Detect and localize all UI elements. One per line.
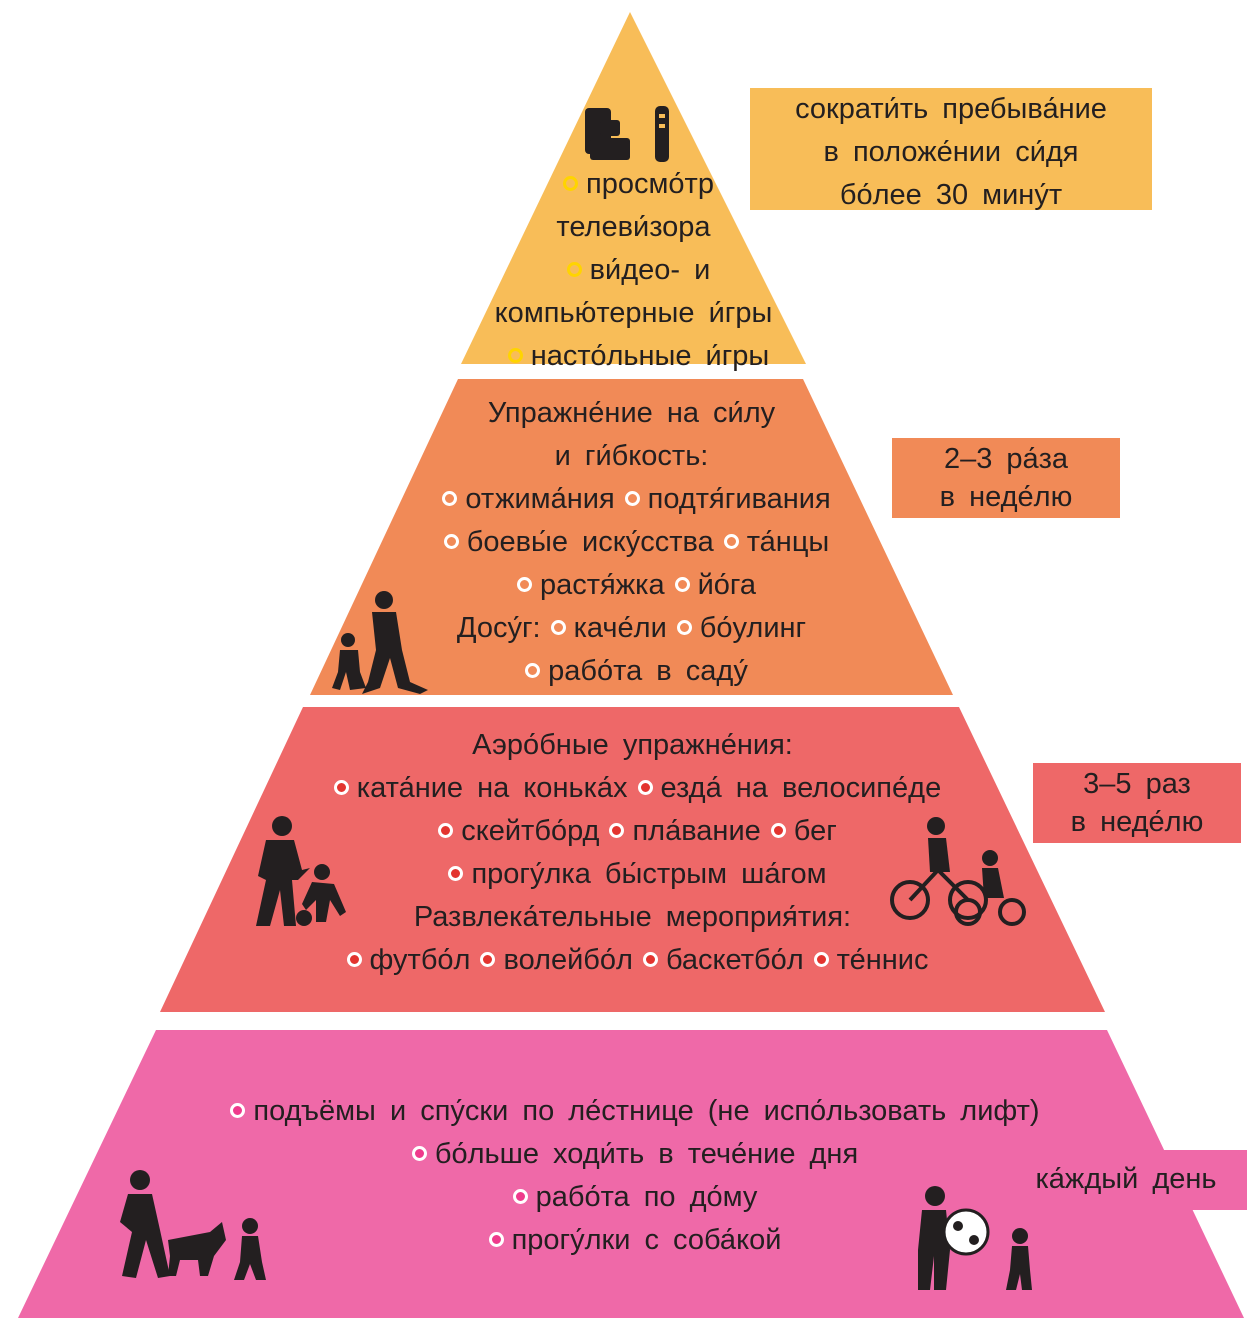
tier-2-heading: Упражне́ние на си́лу [487, 397, 776, 429]
tier-1-frequency-label: сократи́ть пребыва́ние в положе́нии си́д… [750, 88, 1152, 217]
rollerblading-people-icon [332, 591, 428, 694]
tier-3-item: пла́вание [632, 815, 761, 847]
tier-3-item: футбо́л [369, 944, 471, 976]
tier-2-items: Упражне́ние на си́лу и ги́бкость: отжима… [310, 392, 953, 693]
tier-3-frequency-label: 3–5 раз в неде́лю [1033, 763, 1241, 841]
bullet-icon [525, 662, 541, 678]
tier-2-heading: Досу́г: [456, 612, 541, 644]
tier-3-heading: Развлека́тельные мероприя́тия: [413, 901, 852, 933]
tier-4-item: рабо́та по до́му [535, 1181, 758, 1213]
pyramid-tier-3 [160, 707, 1105, 1012]
tier-3-item: ката́ние на конька́х [356, 772, 628, 804]
bullet-icon [480, 951, 496, 967]
tier-1-item: телеви́зора [556, 211, 711, 243]
tier-2-item: йо́га [697, 569, 756, 601]
bullet-icon [438, 822, 454, 838]
tier-2-label-line: в неде́лю [939, 481, 1073, 513]
tier-2-item: боевы́е иску́сства [466, 526, 714, 558]
football-people-icon [256, 816, 346, 926]
bullet-icon [770, 822, 786, 838]
bullet-icon [550, 619, 566, 635]
tier-1-item: ви́део- и [589, 254, 711, 286]
tier-2-frequency-label: 2–3 ра́за в неде́лю [892, 438, 1120, 516]
tier-4-frequency-label: ка́ждый день [1005, 1158, 1247, 1201]
tier-4-item: подъёмы и спу́ски по ле́стнице (не испо́… [253, 1095, 1040, 1127]
tier-2-item: та́нцы [746, 526, 830, 558]
bullet-icon [563, 175, 579, 191]
bullet-icon [507, 347, 523, 363]
tier-1-item: насто́льные и́гры [530, 340, 770, 372]
tier-2-item: отжима́ния [465, 483, 615, 515]
bullet-icon [624, 490, 640, 506]
tier-2-item: растя́жка [539, 569, 665, 601]
bullet-icon [411, 1145, 427, 1161]
tier-3-item: езда́ на велосипе́де [660, 772, 942, 804]
tier-3-label-line: в неде́лю [1070, 806, 1204, 838]
tier-3-item: бег [793, 815, 837, 847]
bullet-icon [609, 822, 625, 838]
tier-3-heading: Аэро́бные упражне́ния: [472, 729, 793, 761]
bullet-icon [642, 951, 658, 967]
pyramid-tier-2 [310, 379, 953, 695]
tier-1-label-line: в положе́нии си́дя [823, 136, 1079, 168]
bullet-icon [333, 779, 349, 795]
pyramid-tier-1 [461, 12, 806, 364]
bullet-icon [512, 1188, 528, 1204]
tier-3-frequency-box [1033, 763, 1241, 843]
tier-3-item: волейбо́л [503, 944, 633, 976]
bullet-icon [488, 1231, 504, 1247]
tier-1-label-line: сократи́ть пребыва́ние [795, 93, 1107, 125]
bullet-icon [448, 865, 464, 881]
bullet-icon [346, 951, 362, 967]
cycling-people-icon [890, 817, 1026, 926]
tier-2-item: подтя́гивания [647, 483, 831, 515]
bullet-icon [676, 619, 692, 635]
tier-2-heading: и ги́бкость: [554, 440, 709, 472]
bullet-icon [723, 533, 739, 549]
tier-1-label-line: бо́лее 30 мину́т [839, 179, 1063, 211]
bullet-icon [674, 576, 690, 592]
tier-2-item: рабо́та в саду́ [548, 655, 748, 687]
bullet-icon [442, 490, 458, 506]
bullet-icon [443, 533, 459, 549]
remote-control-icon [655, 106, 669, 162]
tier-4-items: подъёмы и спу́ски по ле́стнице (не испо́… [80, 1090, 1180, 1262]
tier-2-label-line: 2–3 ра́за [943, 443, 1069, 475]
tier-4-item: бо́льше ходи́ть в тече́ние дня [434, 1138, 859, 1170]
tier-3-item: прогу́лка бы́стрым ша́гом [471, 858, 827, 890]
tier-1-item: компью́терные и́гры [494, 297, 773, 329]
armchair-icon [585, 108, 630, 160]
bullet-icon [813, 951, 829, 967]
tier-2-frequency-box [892, 438, 1120, 518]
bullet-icon [516, 576, 532, 592]
tier-3-items: Аэро́бные упражне́ния: ката́ние на коньк… [160, 724, 1105, 982]
tier-4-frequency-box [1005, 1150, 1247, 1210]
tier-4-label-line: ка́ждый день [1035, 1163, 1217, 1195]
tier-1-item: просмо́тр [586, 168, 714, 200]
bullet-icon [637, 779, 653, 795]
tier-3-item: скейтбо́рд [461, 815, 600, 847]
bullet-icon [230, 1102, 246, 1118]
tier-1-frequency-box [750, 88, 1152, 210]
tier-2-item: бо́улинг [699, 612, 807, 644]
tier-3-label-line: 3–5 раз [1083, 768, 1191, 800]
tier-1-items: просмо́тр телеви́зора ви́део- и компью́т… [461, 163, 806, 378]
bullet-icon [566, 261, 582, 277]
tier-3-item: те́ннис [836, 944, 929, 976]
tier-2-item: каче́ли [573, 612, 667, 644]
tier-3-item: баскетбо́л [665, 944, 804, 976]
dog-walking-icon [120, 1170, 266, 1280]
tier-4-item: прогу́лки с соба́кой [511, 1224, 782, 1256]
ball-play-icon [918, 1186, 1032, 1290]
